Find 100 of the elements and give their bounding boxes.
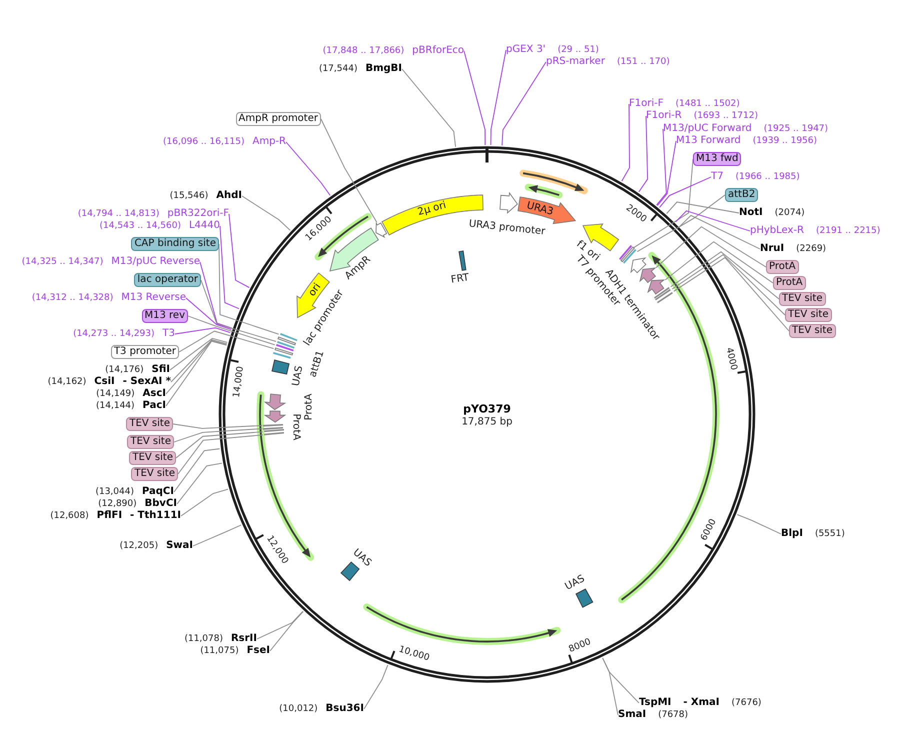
feature-name: 2μ ori [416,200,448,218]
enzyme-name: BbvCI [144,497,177,510]
tick-label: 14,000 [232,366,246,398]
enzyme-name: NruI [760,242,784,256]
leader-line [679,214,760,250]
leader-line [172,424,263,429]
feature-tag: TEV site [131,467,178,481]
primer-name: F1ori-R [646,109,682,123]
enzyme-name: BlpI [781,527,803,541]
primer-name: M13 Forward [676,134,741,148]
leader-line [621,104,630,182]
leader-line [174,327,231,334]
coordinate-label: (14,144) [96,400,135,413]
feature-tag: TEV site [127,435,174,449]
leader-line [174,428,263,442]
enzyme-name: Bsu36I [326,702,364,716]
coordinate-label: (11,078) [184,633,223,646]
feature-segment [264,393,286,411]
enzyme-name: AhdI [216,189,242,203]
primer-name: pHybLex-R [750,224,804,238]
enzyme-name: PflFI [96,509,122,523]
feature-tag: attB2 [725,188,758,202]
coordinate-label: (12,205) [120,540,158,553]
enzyme-name: CsiI [94,375,115,389]
coordinate-label: (10,012) [279,703,318,716]
coordinate-label: (14,325 .. 14,347) [22,256,104,269]
coordinate-label: (5551) [814,528,845,541]
coordinate-label: (1939 .. 1956) [752,135,818,148]
feature-tag: AmpR promoter [236,112,321,126]
feature-stripe [276,340,296,350]
coordinate-label: (29 .. 51) [558,44,599,56]
feature-tag: TEV site [785,308,832,322]
coordinate-label: (14,149) [96,388,135,401]
feature-label: attB1 [308,349,326,379]
primer-name: T3 [162,327,175,341]
primer-name: pBR322ori-F [167,207,229,220]
leader-line [673,257,790,332]
coordinate-label: (7676) [732,697,762,710]
leader-line [656,140,676,206]
leader-line [180,488,229,516]
leader-line [178,434,264,474]
feature-tag: CAP binding site [131,237,219,251]
feature-stripe [278,332,298,343]
tick-label: 4000 [723,346,738,372]
feature-stripe [458,250,468,272]
leader-line [242,196,291,231]
feature-stripe [262,426,284,430]
coordinate-label: (1481 .. 1502) [675,98,740,110]
enzyme-name: - XmaI [683,696,720,710]
enzyme-name: RsrII [230,632,257,646]
leader-line [286,142,331,196]
leader-line [170,339,228,382]
leader-line [228,214,250,288]
coordinate-label: (14,543 .. 14,560) [100,220,181,233]
leader-line [176,431,264,458]
coordinate-label: (14,162) [48,376,86,389]
feature-stripe [277,336,297,346]
primer-name: M13/pUC Forward [663,122,752,135]
feature-stripe [262,431,285,437]
feature-segment [516,196,576,226]
leader-line [670,251,780,300]
leader-line [320,118,378,223]
enzyme-name: TspMI [639,696,672,710]
leader-line [174,448,220,492]
coordinate-label: (1966 .. 1985) [735,171,800,184]
leader-line [602,658,618,716]
leader-line [178,330,274,352]
enzyme-name: NotI [739,206,763,220]
feature-stripe [274,343,294,353]
primer-name: L4440 [188,219,220,233]
enzyme-name: SwaI [166,539,193,553]
leader-line [364,664,388,710]
primer-name: T7 [711,170,724,184]
enzyme-name: - Tth111I [130,509,181,523]
primer-name: Amp-R [252,135,286,149]
leader-line [675,210,750,232]
leader-line [666,202,740,214]
feature-segment [647,278,666,295]
leader-line [176,462,222,504]
primer-name: pRS-marker [546,55,605,69]
leader-line [464,50,486,146]
feature-segment [638,267,656,284]
tick-label: 6000 [699,517,719,542]
coordinate-label: (14,312 .. 14,328) [32,292,114,305]
feature-segment [264,410,286,423]
leader-line [672,254,786,316]
coordinate-label: (1693 .. 1712) [694,110,758,123]
coordinate-label: (13,044) [95,486,134,499]
enzyme-name: BmgBI [365,62,402,76]
feature-stripe [272,351,292,360]
leader-line [656,226,766,268]
leader-line [659,176,712,208]
feature-segment [630,256,647,274]
coordinate-label: (2074) [774,207,805,220]
feature-label: ProtA [304,394,314,420]
coordinate-label: (14,176) [105,364,144,376]
feature-tag: ProtA [766,260,799,274]
feature-segment [498,192,518,214]
feature-stripe [262,428,285,434]
coordinate-label: (151 .. 170) [616,56,670,69]
